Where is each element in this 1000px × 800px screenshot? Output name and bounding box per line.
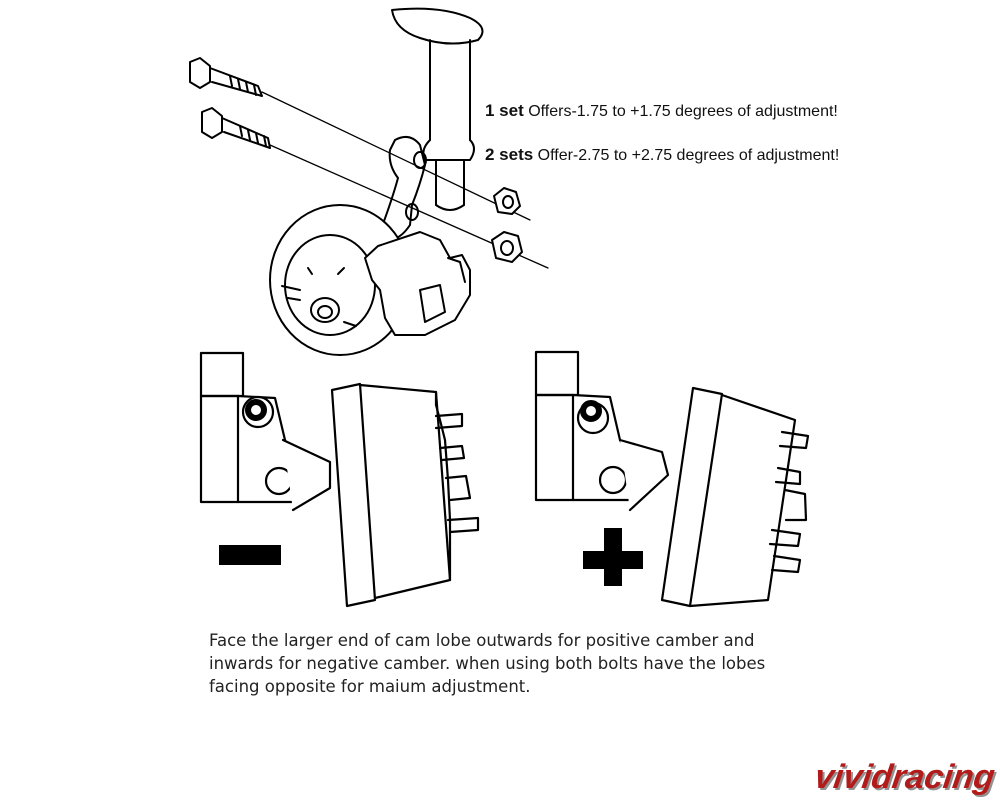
vividracing-logo: vividracing vividracing: [812, 758, 999, 798]
lower-nut: [491, 231, 523, 263]
caption-line: Face the larger end of cam lobe outwards…: [209, 631, 755, 650]
plus-sign: [583, 528, 643, 586]
logo-text: vividracing: [812, 758, 997, 796]
brake-caliper: [364, 231, 471, 336]
spec-text: Offer-2.75 to +2.75 degrees of adjustmen…: [533, 147, 840, 164]
knuckle-bracket: [379, 135, 427, 241]
spec-line-two-sets: 2 sets Offer-2.75 to +2.75 degrees of ad…: [485, 145, 839, 165]
spec-line-one-set: 1 set Offers-1.75 to +1.75 degrees of ad…: [485, 101, 838, 121]
strut-body: [391, 7, 484, 211]
brake-rotor: [269, 204, 411, 356]
caption-line: inwards for negative camber. when using …: [209, 654, 766, 673]
spec-text: Offers-1.75 to +1.75 degrees of adjustme…: [523, 103, 838, 120]
logo-shadow: vividracing: [814, 760, 999, 798]
schematic-positive: [534, 350, 810, 608]
upper-bolt-axis: [261, 91, 531, 221]
caption-line: facing opposite for maium adjustment.: [209, 677, 531, 696]
spec-count: 1 set: [485, 101, 524, 120]
instruction-caption: Face the larger end of cam lobe outwards…: [209, 629, 829, 698]
lower-bolt: [201, 107, 271, 149]
schematic-negative: [199, 351, 480, 608]
upper-bolt: [189, 57, 263, 97]
spec-count: 2 sets: [485, 145, 534, 164]
minus-sign: [219, 545, 281, 565]
upper-nut: [493, 187, 521, 215]
